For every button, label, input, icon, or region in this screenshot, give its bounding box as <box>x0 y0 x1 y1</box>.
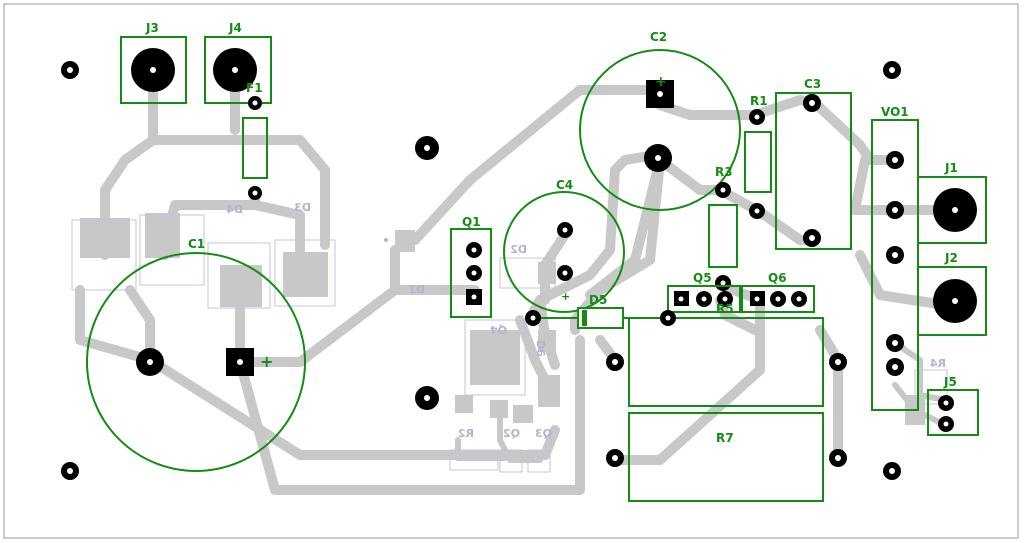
label-f1: F1 <box>246 81 263 95</box>
label-j5: J5 <box>943 375 957 389</box>
bottom-silkscreen <box>71 214 948 473</box>
bottom-label-d3: D3 <box>294 201 311 214</box>
label-j1: J1 <box>944 161 958 175</box>
label-r7: R7 <box>716 431 734 445</box>
label-j4: J4 <box>228 21 242 35</box>
bottom-label-d4: D4 <box>226 203 243 216</box>
label-q1: Q1 <box>462 215 481 229</box>
diode-d5 <box>525 307 676 329</box>
bottom-label-d6: D6 <box>534 340 547 357</box>
label-vo1: VO1 <box>881 105 909 119</box>
connector-j3 <box>120 36 187 104</box>
connector-j4 <box>204 36 272 104</box>
resistor-r7 <box>606 412 847 502</box>
reference-labels: J3 J4 F1 C1 + C2 + C3 C4 + R1 R3 R5 R7 Q… <box>145 21 958 445</box>
regulator-vo1 <box>871 119 919 411</box>
bottom-label-q4: Q4 <box>490 323 507 336</box>
label-c1-polarity: + <box>260 352 273 371</box>
bottom-label-d1: D1 <box>408 282 425 295</box>
vias <box>384 238 388 242</box>
label-c2-polarity: + <box>655 74 667 90</box>
connector-j1 <box>917 176 987 244</box>
copper-pads <box>80 213 925 425</box>
bottom-label-q2: Q2 <box>503 427 520 440</box>
mounting-holes <box>61 61 901 480</box>
label-c4-polarity: + <box>561 290 570 303</box>
transistor-q6 <box>741 285 815 313</box>
connector-j5 <box>927 389 979 436</box>
label-c2: C2 <box>650 30 667 44</box>
capacitor-c1 <box>86 252 306 472</box>
bottom-label-d2: D2 <box>510 243 527 256</box>
label-c3: C3 <box>804 77 821 91</box>
fuse-f1 <box>242 96 268 200</box>
connector-j2 <box>917 266 987 336</box>
label-q6: Q6 <box>768 271 787 285</box>
label-r1: R1 <box>750 94 768 108</box>
label-c1: C1 <box>188 237 205 251</box>
copper-tracks <box>75 65 960 495</box>
bottom-label-r4: R4 <box>930 357 946 370</box>
label-d5: D5 <box>589 293 607 307</box>
bottom-label-r2: R2 <box>458 427 474 440</box>
transistor-q5 <box>667 285 741 313</box>
capacitor-c4 <box>503 191 625 313</box>
bottom-label-q3: Q3 <box>535 427 552 440</box>
transistor-q1 <box>450 228 492 318</box>
label-c4: C4 <box>556 178 573 192</box>
resistor-r5 <box>606 317 847 407</box>
label-j3: J3 <box>145 21 159 35</box>
capacitor-c2 <box>579 49 741 211</box>
label-j2: J2 <box>944 251 958 265</box>
label-q5: Q5 <box>693 271 712 285</box>
bottom-reference-labels: D4 D3 D2 D1 Q4 D6 R2 Q2 Q3 R4 <box>226 201 946 440</box>
label-r3: R3 <box>715 165 733 179</box>
label-r5: R5 <box>716 302 734 316</box>
resistor-r1 <box>744 109 772 219</box>
capacitor-c3 <box>775 92 852 250</box>
